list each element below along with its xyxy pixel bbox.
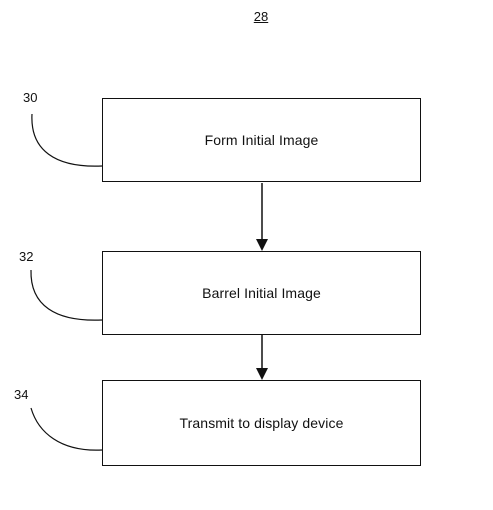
reference-numeral-step-1: 30 [23, 90, 38, 105]
arrow-head-2-3 [256, 368, 268, 380]
leader-line-step-3 [30, 407, 103, 451]
reference-numeral-step-2: 32 [19, 249, 34, 264]
arrow-head-1-2 [256, 239, 268, 251]
figure-number: 28 [253, 9, 269, 24]
process-step-box-1: Form Initial Image [102, 98, 421, 182]
process-step-label-1: Form Initial Image [204, 132, 319, 148]
process-step-box-2: Barrel Initial Image [102, 251, 421, 335]
leader-line-step-2 [30, 269, 103, 321]
leader-line-step-1 [31, 113, 103, 167]
process-step-label-3: Transmit to display device [179, 415, 344, 431]
process-step-box-3: Transmit to display device [102, 380, 421, 466]
reference-numeral-step-3: 34 [14, 387, 29, 402]
process-step-label-2: Barrel Initial Image [202, 285, 321, 301]
